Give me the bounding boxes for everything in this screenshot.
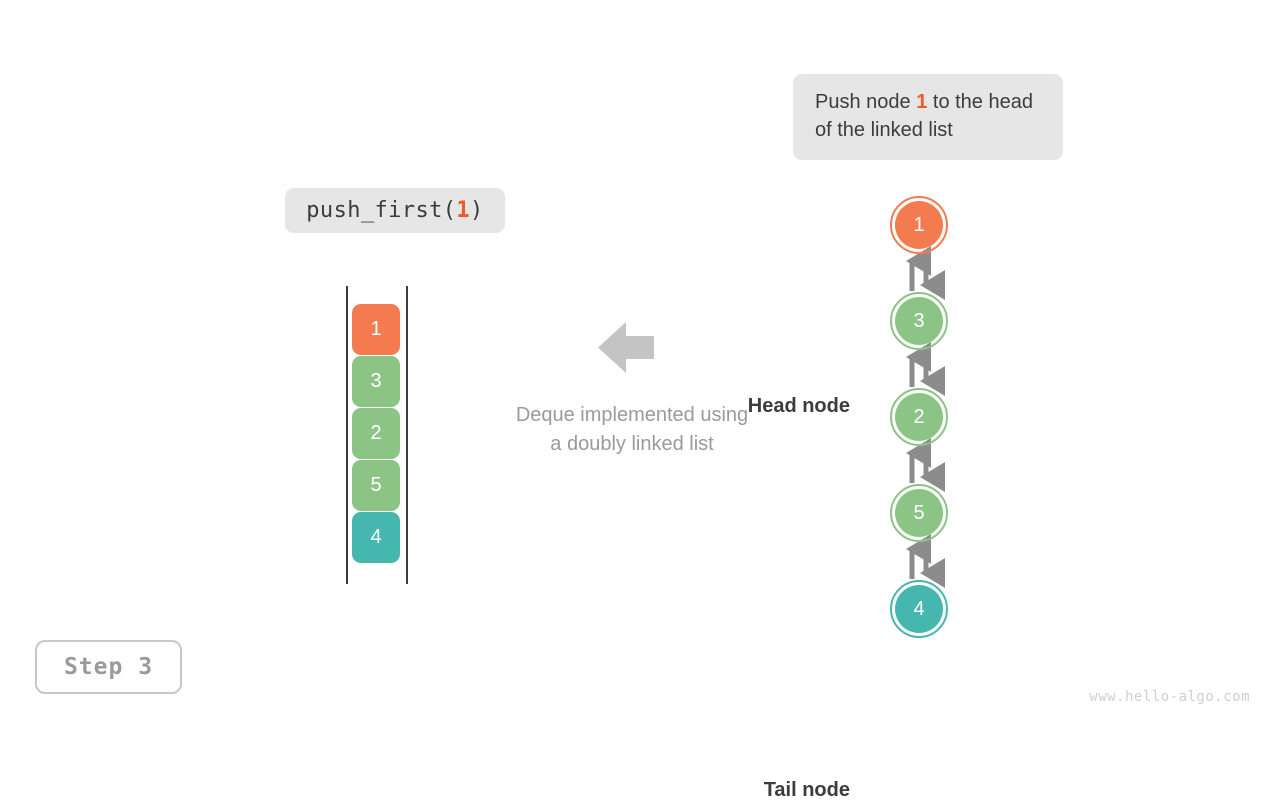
head-node-label: Head node xyxy=(747,395,850,417)
watermark: www.hello-algo.com xyxy=(1089,689,1250,705)
callout-suffix: to the head of the linked list xyxy=(815,91,1033,141)
code-chip-argument: 1 xyxy=(456,198,471,223)
stack-rail-right xyxy=(406,286,408,584)
linked-list-node: 2 xyxy=(890,388,948,446)
step-badge: Step 3 xyxy=(35,640,182,694)
linked-list-node-value: 2 xyxy=(895,393,943,441)
stack-cell: 4 xyxy=(352,512,400,563)
diagram-caption: Deque implemented using a doubly linked … xyxy=(462,401,802,459)
code-chip-prefix: push_first( xyxy=(306,198,457,223)
callout-box: Push node 1 to the head of the linked li… xyxy=(793,74,1063,160)
stack-cell: 3 xyxy=(352,356,400,407)
callout-highlight: 1 xyxy=(916,91,928,113)
stack-cell: 1 xyxy=(352,304,400,355)
caption-line-2: a doubly linked list xyxy=(550,433,714,455)
callout-prefix: Push node xyxy=(815,91,917,113)
linked-list-node-value: 4 xyxy=(895,585,943,633)
diagram-canvas: Push node 1 to the head of the linked li… xyxy=(35,74,1250,801)
linked-list-node: 3 xyxy=(890,292,948,350)
stack-cell: 2 xyxy=(352,408,400,459)
linked-list-node: 1 xyxy=(890,196,948,254)
stack-cell: 5 xyxy=(352,460,400,511)
code-chip: push_first(1) xyxy=(285,188,505,233)
tail-node-label: Tail node xyxy=(763,779,850,801)
code-chip-suffix: ) xyxy=(470,198,484,223)
linked-list-node-value: 3 xyxy=(895,297,943,345)
linked-list: 1 3 2 5 4 Head node Tail node xyxy=(748,190,980,801)
linked-list-node-value: 5 xyxy=(895,489,943,537)
linked-list-node-value: 1 xyxy=(895,201,943,249)
caption-line-1: Deque implemented using xyxy=(515,404,749,426)
linked-list-node: 4 xyxy=(890,580,948,638)
linked-list-node: 5 xyxy=(890,484,948,542)
stack-rail-left xyxy=(346,286,348,584)
left-arrow-icon xyxy=(596,320,656,375)
